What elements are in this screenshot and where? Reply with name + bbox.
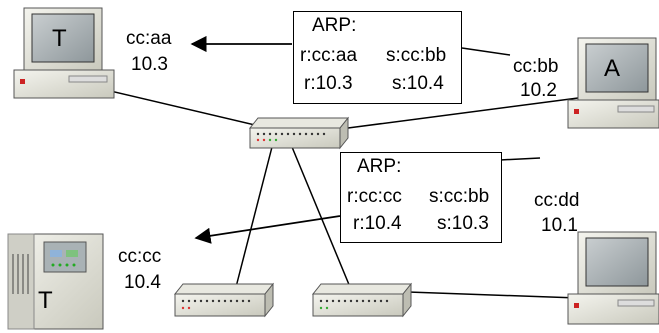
cable-box2-d bbox=[499, 157, 541, 161]
arrow-to-t2 bbox=[194, 215, 341, 244]
host-a-mac: cc:bb bbox=[513, 56, 559, 77]
desktop-computer-icon bbox=[567, 231, 659, 325]
desktop-computer-icon bbox=[13, 7, 115, 99]
arp-sender-mac: s:cc:bb bbox=[429, 186, 490, 207]
host-t2-ip: 10.4 bbox=[124, 272, 161, 293]
arp-title: ARP: bbox=[357, 156, 402, 177]
host-t2-mac: cc:cc bbox=[118, 246, 162, 267]
cable-box1-a bbox=[461, 47, 511, 56]
switch-icon bbox=[311, 282, 413, 318]
arp-sender-ip: s:10.3 bbox=[437, 213, 489, 234]
cable-hub-switch1 bbox=[235, 146, 273, 288]
arp-receiver-ip: r:10.3 bbox=[304, 73, 353, 94]
arp-title: ARP: bbox=[312, 15, 357, 36]
host-t1-ip: 10.3 bbox=[131, 54, 168, 75]
cable-a-hub bbox=[347, 97, 579, 129]
host-a-ip: 10.2 bbox=[520, 80, 557, 101]
host-t2-letter: T bbox=[38, 287, 53, 314]
hub-icon bbox=[248, 116, 350, 150]
tower-server-icon bbox=[7, 233, 104, 330]
arp-message-box: ARP: r:cc:aa s:cc:bb r:10.3 s:10.4 bbox=[293, 11, 462, 104]
host-t1-mac: cc:aa bbox=[126, 28, 172, 49]
cable-switch2-d bbox=[407, 291, 579, 299]
arp-receiver-mac: r:cc:aa bbox=[300, 45, 358, 66]
desktop-computer-icon bbox=[567, 37, 659, 129]
host-a-letter: A bbox=[604, 55, 621, 82]
host-d-mac: cc:dd bbox=[534, 190, 580, 211]
arp-message-box: ARP: r:cc:cc s:cc:bb r:10.4 s:10.3 bbox=[340, 152, 502, 243]
arp-receiver-mac: r:cc:cc bbox=[347, 186, 402, 207]
cable-hub-switch2 bbox=[291, 146, 351, 288]
host-t1-letter: T bbox=[52, 25, 67, 52]
arp-sender-mac: s:cc:bb bbox=[386, 45, 447, 66]
arp-sender-ip: s:10.4 bbox=[392, 73, 444, 94]
switch-icon bbox=[173, 282, 275, 318]
cables bbox=[84, 47, 579, 299]
host-d-ip: 10.1 bbox=[541, 215, 578, 236]
arp-receiver-ip: r:10.4 bbox=[353, 213, 402, 234]
